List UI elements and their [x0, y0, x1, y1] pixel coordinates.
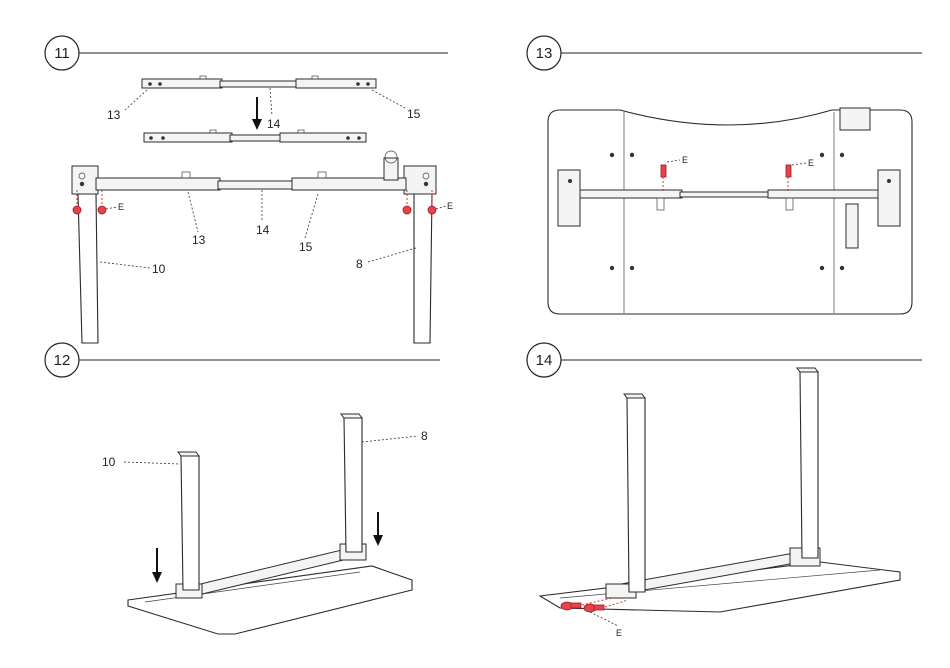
label-part-15: 15 — [407, 107, 421, 121]
step-13: 13 E — [527, 36, 922, 314]
down-arrow-icon — [252, 97, 262, 130]
table-assembly-upright — [128, 414, 412, 634]
svg-text:11: 11 — [54, 45, 70, 62]
down-arrow-icon-left — [152, 548, 162, 583]
screws-e-step11 — [73, 190, 436, 214]
label-screw-e-14: E — [616, 628, 622, 638]
label-leg-10: 10 — [152, 262, 166, 276]
beam-assembled — [144, 130, 366, 142]
label-screw-e-13-right: E — [808, 158, 814, 168]
step-12-badge: 12 — [45, 343, 440, 377]
down-arrow-icon-right — [373, 512, 383, 546]
step-11-badge: 11 — [45, 36, 448, 70]
svg-text:14: 14 — [536, 352, 553, 369]
tabletop-underside — [548, 108, 912, 314]
label-screw-e-left: E — [118, 202, 124, 212]
label-part-15-assembled: 15 — [299, 240, 313, 254]
label-part-14: 14 — [267, 117, 281, 131]
label-leg-8-step12: 8 — [421, 429, 428, 443]
beam-parts-exploded — [142, 76, 376, 88]
step-13-badge: 13 — [527, 36, 922, 70]
svg-text:12: 12 — [54, 352, 71, 369]
label-leg-10-step12: 10 — [102, 455, 116, 469]
label-part-14-assembled: 14 — [256, 223, 270, 237]
label-screw-e-right: E — [447, 201, 453, 211]
label-screw-e-13-left: E — [682, 155, 688, 165]
frame-with-legs — [72, 151, 436, 343]
table-assembly-fixed — [540, 368, 900, 612]
step-14: 14 E — [527, 343, 922, 638]
step-12: 12 10 8 — [45, 343, 440, 634]
svg-text:13: 13 — [536, 45, 553, 62]
label-part-13: 13 — [107, 108, 121, 122]
label-part-13-assembled: 13 — [192, 233, 206, 247]
step-14-badge: 14 — [527, 343, 922, 377]
step-11: 11 13 14 15 — [45, 36, 453, 343]
label-leg-8: 8 — [356, 257, 363, 271]
